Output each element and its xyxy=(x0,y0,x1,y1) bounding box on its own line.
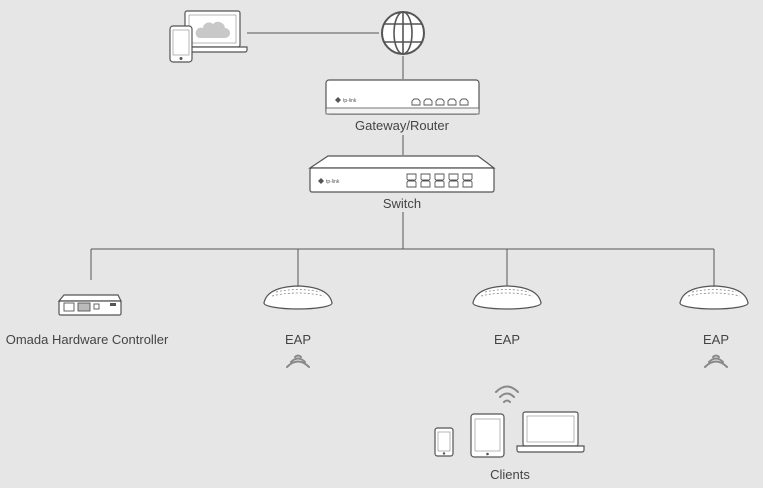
eap1-label: EAP xyxy=(285,332,311,347)
tablet-icon xyxy=(470,413,505,458)
switch-label: Switch xyxy=(383,196,421,211)
router-label: Gateway/Router xyxy=(355,118,450,133)
ceiling-access-point-icon xyxy=(263,285,333,310)
clients-label: Clients xyxy=(490,467,530,482)
eap3-label: EAP xyxy=(703,332,729,347)
eap2-label: EAP xyxy=(494,332,520,347)
globe-icon xyxy=(381,11,425,55)
ceiling-access-point-icon xyxy=(679,285,749,310)
wifi-signal-icon xyxy=(286,354,310,368)
router-brand-text: tp-link xyxy=(343,98,357,104)
switch-brand-text: tp-link xyxy=(326,179,340,185)
router-ports xyxy=(411,98,469,106)
laptop-icon xyxy=(516,411,585,453)
controller-label: Omada Hardware Controller xyxy=(6,332,169,347)
wifi-signal-icon xyxy=(704,354,728,368)
wifi-signal-icon xyxy=(495,385,519,403)
controller-device-icon xyxy=(57,294,122,316)
ceiling-access-point-icon xyxy=(472,285,542,310)
smartphone-icon xyxy=(434,427,454,457)
router-device-icon: tp-link xyxy=(325,79,480,115)
cloud-laptop-icon xyxy=(177,10,248,53)
smartphone-icon xyxy=(169,25,193,63)
connection-lines xyxy=(90,32,715,286)
switch-device-icon: tp-link xyxy=(308,155,496,193)
switch-ports xyxy=(406,173,473,188)
